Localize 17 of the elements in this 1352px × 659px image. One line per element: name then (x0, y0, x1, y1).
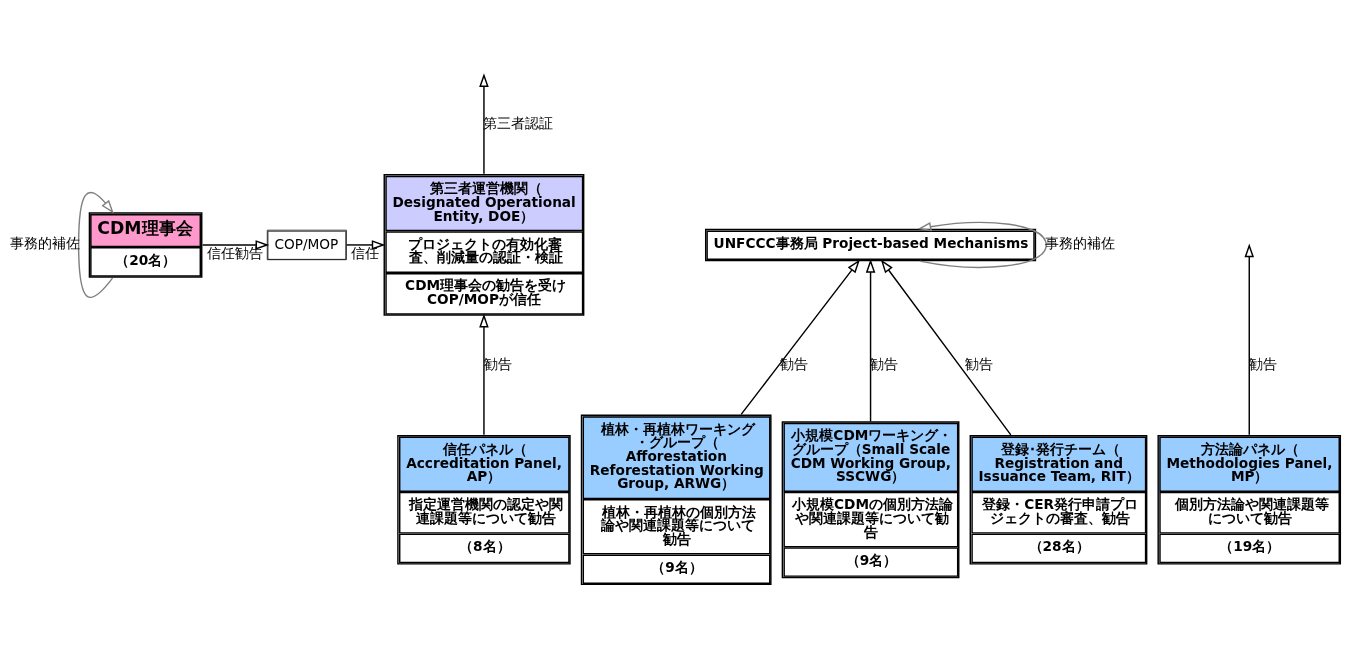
edge-label: 信任勧告 (206, 244, 263, 261)
edge-label: 事務的補佐 (9, 234, 80, 251)
edge-label: 勧告 (779, 355, 808, 372)
arrow (880, 258, 1012, 436)
arrow (201, 239, 270, 250)
arrow (479, 313, 489, 436)
arrow (345, 239, 386, 250)
arrow (865, 258, 876, 422)
arrow (740, 258, 860, 415)
arrow (77, 191, 114, 298)
edge-label: 勧告 (870, 355, 899, 372)
edge-label: 信任 (350, 244, 379, 261)
arrow (1244, 243, 1255, 436)
edge-label: 事務的補佐 (1045, 234, 1116, 251)
edge-label: 勧告 (964, 355, 993, 372)
arrow (917, 221, 1047, 268)
arrow (479, 72, 489, 175)
